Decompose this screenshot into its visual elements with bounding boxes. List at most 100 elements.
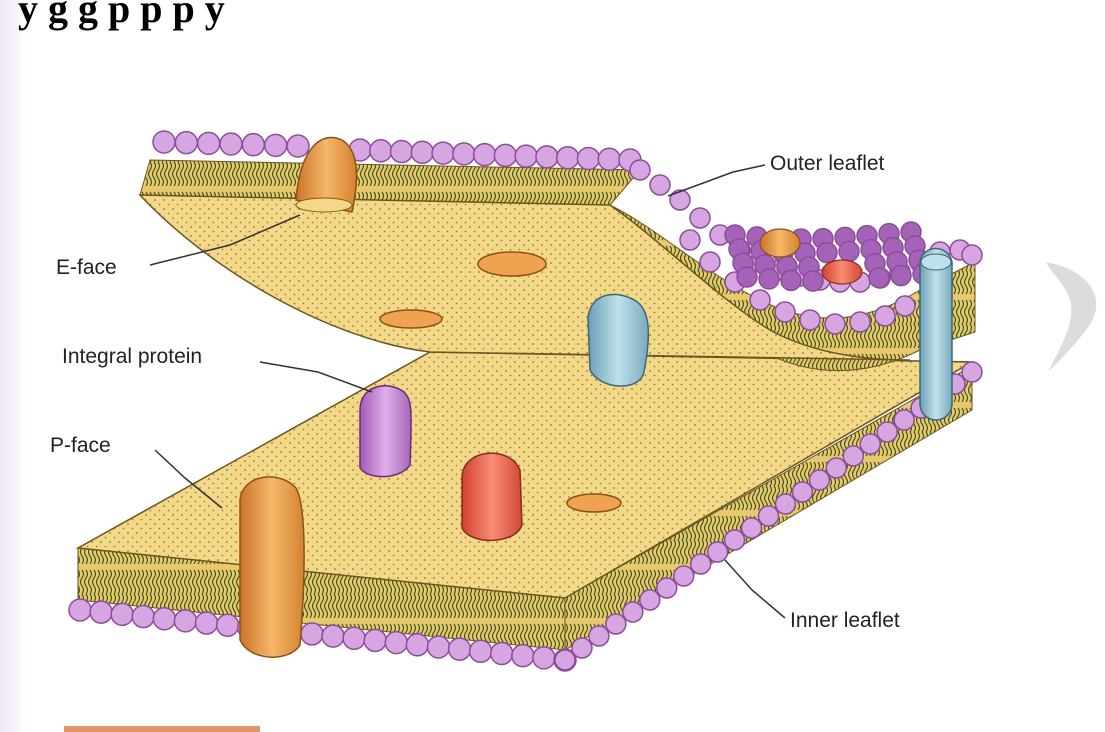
lipid-head xyxy=(750,290,770,310)
integral-protein-red xyxy=(462,453,522,540)
lipid-head xyxy=(69,599,91,621)
swoosh-logo xyxy=(1046,262,1096,372)
lipid-head xyxy=(536,146,558,168)
p-face-pit xyxy=(567,494,621,512)
lipid-head xyxy=(217,614,239,636)
lipid-head xyxy=(674,566,694,586)
lipid-head xyxy=(287,135,309,157)
lipid-head xyxy=(494,144,516,166)
outer-protein-orange xyxy=(760,229,800,257)
lipid-head xyxy=(630,160,650,180)
lipid-head xyxy=(598,148,620,170)
lipid-head xyxy=(555,650,575,670)
lipid-head xyxy=(742,518,762,538)
lipid-head xyxy=(650,175,670,195)
lipid-head xyxy=(725,530,745,550)
lipid-head xyxy=(708,542,728,562)
lipid-head xyxy=(640,590,660,610)
lipid-head xyxy=(90,601,112,623)
lipid-head xyxy=(691,554,711,574)
lipid-head xyxy=(343,627,365,649)
integral-protein-blue xyxy=(588,294,648,386)
lipid-head xyxy=(825,314,845,334)
transmembrane-protein-blue xyxy=(920,248,952,420)
lipid-head xyxy=(453,143,475,165)
lipid-head xyxy=(680,230,700,250)
lipid-head xyxy=(759,506,779,526)
lipid-head xyxy=(449,638,471,660)
lipid-head xyxy=(364,629,386,651)
lipid-head xyxy=(385,632,407,654)
transmembrane-protein-orange xyxy=(240,477,304,657)
lipid-head xyxy=(220,133,242,155)
lipid-head xyxy=(242,134,264,156)
lipid-head xyxy=(700,252,720,272)
lipid-head xyxy=(826,458,846,478)
lipid-head xyxy=(132,606,154,628)
lipid-head xyxy=(690,208,710,228)
bottom-accent-bar xyxy=(64,726,260,732)
label-outer-leaflet: Outer leaflet xyxy=(770,152,885,175)
lipid-head xyxy=(153,131,175,153)
inner-leaflet-slab xyxy=(78,352,972,650)
lipid-head xyxy=(895,296,915,316)
lipid-head xyxy=(781,270,801,290)
lipid-head xyxy=(869,268,889,288)
lipid-head xyxy=(491,642,513,664)
lipid-head xyxy=(175,132,197,154)
lipid-head xyxy=(111,603,133,625)
lipid-head xyxy=(657,578,677,598)
lipid-head xyxy=(470,640,492,662)
lipid-head xyxy=(962,362,982,382)
label-inner-leaflet: Inner leaflet xyxy=(790,609,900,632)
lipid-head xyxy=(670,190,690,210)
cropped-title-text: y g g p p p y xyxy=(18,0,225,31)
lipid-head xyxy=(809,470,829,490)
lipid-head xyxy=(803,271,823,291)
lipid-head xyxy=(623,602,643,622)
lipid-head xyxy=(606,614,626,634)
lipid-head xyxy=(850,312,870,332)
lipid-head xyxy=(198,132,220,154)
lipid-head xyxy=(533,647,555,669)
lipid-head xyxy=(775,494,795,514)
lipid-head xyxy=(557,147,579,169)
lipid-head xyxy=(406,634,428,656)
lipid-head xyxy=(322,625,344,647)
lipid-head xyxy=(843,446,863,466)
lipid-head xyxy=(153,608,175,630)
lipid-head xyxy=(737,267,757,287)
lipid-head xyxy=(962,245,982,265)
lipid-head xyxy=(427,636,449,658)
lipid-head xyxy=(174,610,196,632)
lipid-head xyxy=(301,623,323,645)
lipid-head xyxy=(775,302,795,322)
lipid-head xyxy=(391,141,413,163)
lipid-head xyxy=(817,243,837,263)
lipid-head xyxy=(370,140,392,162)
label-integral-protein: Integral protein xyxy=(62,345,202,368)
lipid-head xyxy=(265,134,287,156)
integral-protein-purple xyxy=(360,386,411,477)
lipid-head xyxy=(759,269,779,289)
lipid-head xyxy=(512,645,534,667)
lipid-head xyxy=(572,638,592,658)
e-face-pit xyxy=(380,310,442,328)
lipid-head xyxy=(839,241,859,261)
lipid-head xyxy=(877,422,897,442)
lipid-head xyxy=(577,147,599,169)
lipid-head xyxy=(432,142,454,164)
lipid-head xyxy=(515,145,537,167)
e-face-pit xyxy=(478,252,546,276)
lipid-head xyxy=(589,626,609,646)
lipid-head xyxy=(894,410,914,430)
lipid-head xyxy=(411,141,433,163)
lipid-head xyxy=(875,306,895,326)
label-p-face: P-face xyxy=(50,434,111,457)
lipid-head xyxy=(792,482,812,502)
lipid-head xyxy=(800,310,820,330)
label-e-face: E-face xyxy=(56,256,117,279)
lipid-head xyxy=(891,266,911,286)
lipid-head xyxy=(196,612,218,634)
